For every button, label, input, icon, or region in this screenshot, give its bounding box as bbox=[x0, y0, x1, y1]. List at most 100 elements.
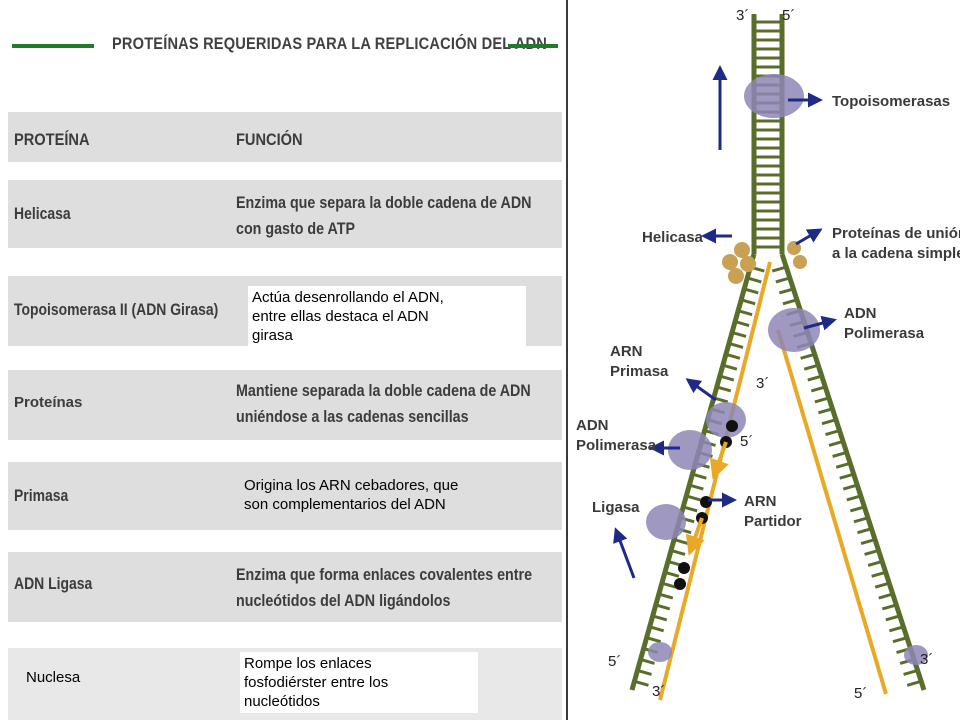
row-function-line: nucleótidos del ADN ligándolos bbox=[236, 591, 451, 610]
base-pair-rung bbox=[849, 505, 865, 513]
base-pair-rung bbox=[722, 363, 738, 371]
end-bottom-right-inner: 3´ bbox=[920, 651, 933, 668]
row-function-line: Rompe los enlaces bbox=[244, 655, 372, 672]
base-pair-rung bbox=[839, 472, 855, 480]
table-row: ADN Ligasa Enzima que forma enlaces cova… bbox=[8, 552, 562, 622]
label-adn-polimerasa-right-1: ADN bbox=[844, 305, 877, 322]
end-top-left: 3´ bbox=[736, 7, 749, 24]
label-arn-primasa-2: Primasa bbox=[610, 363, 669, 380]
polymerase-blob-left bbox=[668, 430, 712, 470]
label-helicasa: Helicasa bbox=[642, 229, 704, 246]
base-pair-rung bbox=[661, 581, 677, 589]
base-pair-rung bbox=[832, 450, 848, 458]
replication-fork-svg: 3´ 5´ 3´ 5´ 5´ 3´ 5´ 3´ Topoisomerasas H… bbox=[576, 7, 960, 702]
row-function: Enzima que forma enlaces covalentes entr… bbox=[236, 562, 532, 614]
base-pair-rung bbox=[734, 320, 750, 328]
table-title-row: PROTEÍNAS REQUERIDAS PARA LA REPLICACIÓN… bbox=[12, 28, 562, 62]
base-pair-rung bbox=[775, 276, 791, 284]
helicase-subunit bbox=[728, 268, 744, 284]
row-protein-name: Proteínas bbox=[14, 394, 83, 411]
row-function-line: Actúa desenrollando el ADN, bbox=[252, 289, 444, 306]
base-pair-rung bbox=[864, 549, 879, 556]
base-pair-rung bbox=[655, 603, 671, 611]
title-rule-right bbox=[508, 44, 558, 48]
base-pair-rung bbox=[817, 407, 833, 415]
primer-dot bbox=[726, 420, 738, 432]
label-adn-polimerasa-right-2: Polimerasa bbox=[844, 325, 925, 342]
leading-new-strand bbox=[776, 329, 888, 695]
end-bottom-left-outer: 5´ bbox=[608, 653, 621, 670]
row-protein-name: ADN Ligasa bbox=[14, 574, 93, 593]
base-pair-rung bbox=[874, 581, 890, 589]
row-function-line: son complementarios del ADN bbox=[244, 496, 446, 513]
base-pair-rung bbox=[860, 538, 876, 546]
row-function-line: Origina los ARN cebadores, que bbox=[244, 477, 459, 494]
table-row: Proteínas Mantiene separada la doble cad… bbox=[8, 370, 562, 440]
base-pair-rung bbox=[658, 592, 674, 600]
base-pair-rung bbox=[652, 614, 668, 622]
base-pair-rung bbox=[673, 538, 689, 546]
lagging-new-strand bbox=[658, 261, 772, 701]
base-pair-rung bbox=[807, 374, 823, 382]
base-pair-rung bbox=[771, 265, 787, 273]
row-function: Mantiene separada la doble cadena de ADN… bbox=[236, 378, 531, 430]
base-pair-rung bbox=[716, 385, 732, 393]
base-pair-rung bbox=[743, 287, 759, 295]
lagging-template-strand bbox=[629, 253, 757, 691]
helicase-subunit bbox=[734, 242, 750, 258]
base-pair-rung bbox=[737, 309, 753, 317]
row-function-line: fosfodiérster entre los bbox=[244, 674, 389, 691]
end-top-right: 5´ bbox=[782, 7, 795, 24]
row-function-overlay: Actúa desenrollando el ADN, entre ellas … bbox=[248, 286, 526, 347]
primer-dot bbox=[678, 562, 690, 574]
base-pair-rung bbox=[906, 679, 922, 687]
base-pair-rung bbox=[857, 527, 872, 535]
table-row: Helicasa Enzima que separa la doble cade… bbox=[8, 180, 562, 248]
header-protein: PROTEÍNA bbox=[14, 130, 90, 149]
protein-blob bbox=[648, 642, 672, 662]
base-pair-rung bbox=[640, 658, 655, 665]
base-pair-rung bbox=[903, 668, 919, 676]
primase-arrow bbox=[685, 378, 717, 402]
row-function: Enzima que separa la doble cadena de ADN… bbox=[236, 190, 531, 242]
helicase-subunit bbox=[740, 256, 756, 272]
base-pair-rung bbox=[746, 276, 762, 284]
label-proteinas-union-2: a la cadena simple bbox=[832, 245, 960, 262]
base-pair-rung bbox=[835, 461, 851, 469]
base-pair-rung bbox=[814, 396, 830, 404]
base-pair-rung bbox=[871, 570, 887, 578]
row-function-line: Enzima que separa la doble cadena de ADN bbox=[236, 193, 532, 212]
ligase-blob bbox=[646, 504, 686, 540]
row-function-line: uniéndose a las cadenas sencillas bbox=[236, 407, 469, 426]
base-pair-rung bbox=[740, 298, 756, 306]
row-protein-name: Nuclesa bbox=[22, 666, 85, 689]
protein-blob bbox=[904, 645, 928, 665]
base-pair-rung bbox=[728, 341, 744, 349]
panel-divider bbox=[566, 0, 568, 720]
end-primer-right: 3´ bbox=[756, 375, 769, 392]
helicase-subunit bbox=[722, 254, 738, 270]
base-pair-rung bbox=[821, 418, 837, 426]
base-pair-rung bbox=[778, 287, 794, 295]
base-pair-rung bbox=[825, 429, 840, 437]
label-arn-partidor-2: Partidor bbox=[744, 513, 802, 530]
table-title: PROTEÍNAS REQUERIDAS PARA LA REPLICACIÓN… bbox=[112, 34, 547, 53]
base-pair-rung bbox=[685, 494, 701, 502]
base-pair-rung bbox=[691, 472, 707, 480]
label-arn-primasa-1: ARN bbox=[610, 343, 643, 360]
base-pair-rung bbox=[828, 440, 844, 447]
base-pair-rung bbox=[782, 298, 798, 306]
row-protein-name: Primasa bbox=[14, 486, 69, 505]
label-adn-polimerasa-left-2: Polimerasa bbox=[576, 437, 657, 454]
label-adn-polimerasa-left-1: ADN bbox=[576, 417, 609, 434]
label-arn-partidor-1: ARN bbox=[744, 493, 777, 510]
base-pair-rung bbox=[719, 374, 735, 382]
row-function-line: nucleótidos bbox=[244, 693, 320, 710]
topoisomerase-blob bbox=[744, 74, 804, 118]
base-pair-rung bbox=[892, 636, 908, 644]
base-pair-rung bbox=[664, 570, 680, 578]
ssb-protein bbox=[793, 255, 807, 269]
base-pair-rung bbox=[682, 505, 698, 513]
header-function: FUNCIÓN bbox=[236, 130, 303, 149]
polymerase-right-arrow bbox=[803, 315, 837, 331]
